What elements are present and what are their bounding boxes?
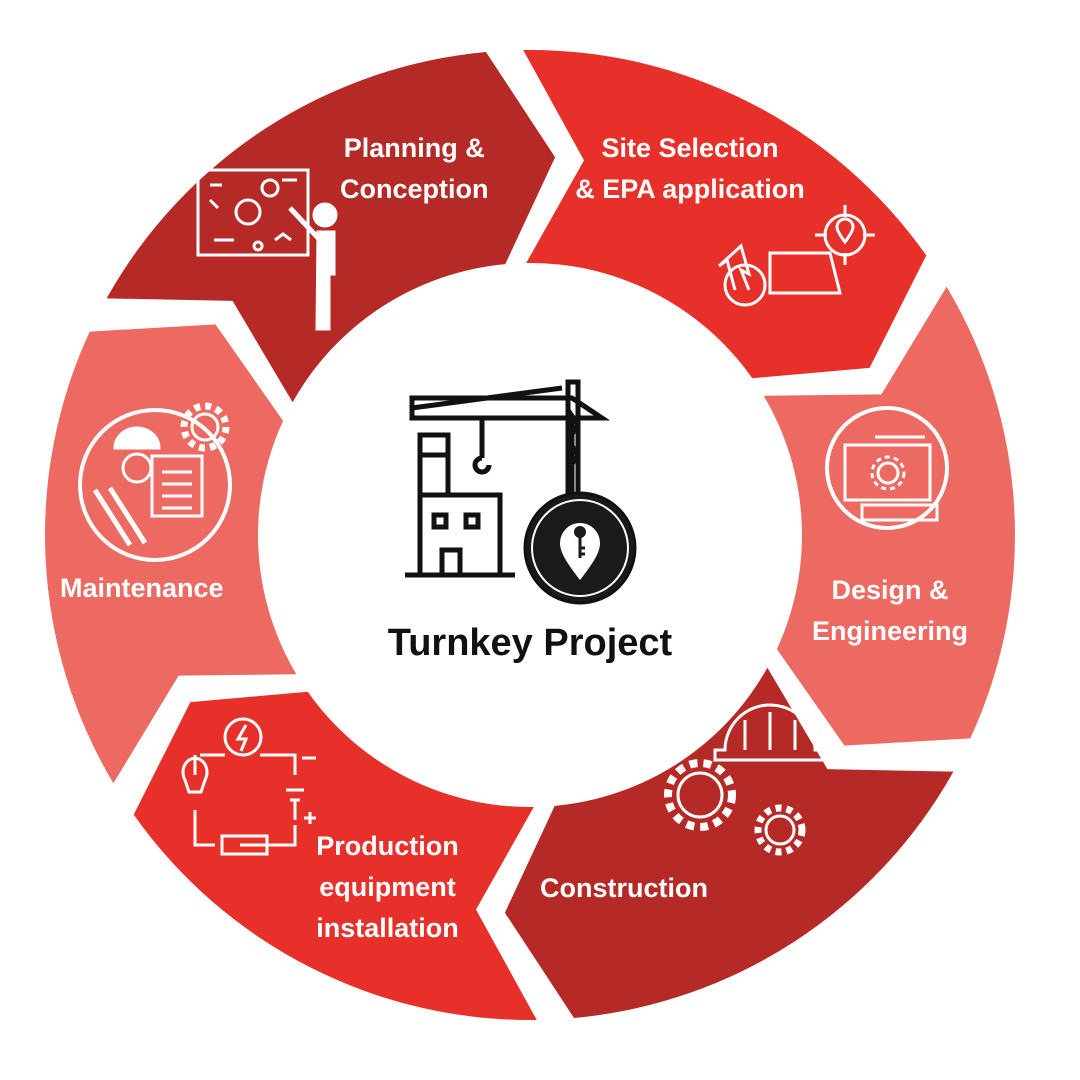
step-label-line: installation — [316, 913, 459, 943]
diagram-title: Turnkey Project — [387, 622, 673, 664]
segment-production — [45, 324, 297, 784]
segment-construction — [133, 691, 537, 1021]
segment-maintenance — [106, 52, 556, 403]
crane-building-icon — [405, 379, 611, 578]
segment-site-selection — [763, 286, 1015, 746]
electric-circuit-icon — [181, 717, 316, 856]
worker-clipboard-icon — [78, 402, 232, 562]
gears-helmet-icon — [664, 703, 825, 856]
key-location-icon — [523, 491, 637, 605]
step-label-line: equipment — [319, 872, 456, 902]
step-label-production: Production equipment installation — [305, 826, 470, 949]
step-label-line: Construction — [540, 873, 708, 903]
step-label-line: Conception — [340, 174, 489, 204]
step-label-line: & EPA application — [575, 174, 805, 204]
step-label-site-selection: Site Selection & EPA application — [560, 128, 820, 210]
segment-planning — [523, 49, 927, 379]
step-label-line: Design & — [831, 575, 949, 605]
step-label-line: Site Selection — [601, 133, 779, 163]
step-label-line: Production — [316, 831, 459, 861]
presentation-board-icon — [196, 168, 338, 331]
blueprint-gear-icon — [825, 406, 949, 530]
location-target-icon — [717, 205, 875, 307]
step-label-maintenance: Maintenance — [60, 568, 224, 609]
segment-design — [504, 667, 954, 1018]
step-label-construction: Construction — [540, 868, 708, 909]
step-label-line: Engineering — [811, 616, 968, 646]
step-label-line: Maintenance — [60, 573, 224, 603]
step-label-line: Planning & — [343, 133, 485, 163]
step-label-planning: Planning & Conception — [340, 128, 489, 210]
step-label-design: Design & Engineering — [800, 570, 980, 652]
